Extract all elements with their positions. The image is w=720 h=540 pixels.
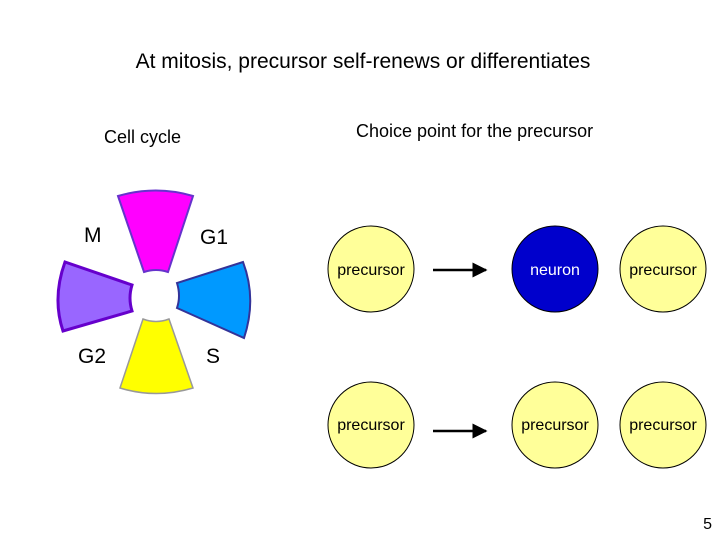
circle-label: precursor bbox=[337, 417, 405, 434]
circle-label: precursor bbox=[629, 262, 697, 279]
phase-label-m: M bbox=[84, 224, 102, 247]
neuron-circle bbox=[511, 225, 599, 313]
phase-label-g1: G1 bbox=[200, 226, 229, 249]
segment-s bbox=[119, 318, 194, 395]
precursor-circle bbox=[619, 381, 707, 469]
phase-label-g2: G2 bbox=[78, 345, 107, 368]
segment-g1 bbox=[175, 260, 252, 340]
choice-row-2: precursor precursor precursor bbox=[327, 381, 707, 469]
segment-g2 bbox=[56, 260, 134, 333]
precursor-circle bbox=[619, 225, 707, 313]
phase-label-s: S bbox=[206, 345, 221, 368]
cell-cycle-wheel bbox=[56, 189, 252, 395]
page-number: 5 bbox=[703, 516, 712, 533]
cell-cycle-heading: Cell cycle bbox=[104, 127, 182, 147]
choice-point-heading: Choice point for the precursor bbox=[356, 121, 594, 141]
segment-m bbox=[116, 189, 195, 274]
slide-title: At mitosis, precursor self-renews or dif… bbox=[135, 50, 591, 73]
precursor-circle bbox=[511, 381, 599, 469]
choice-row-1: precursor neuron precursor bbox=[327, 225, 707, 313]
circle-label: precursor bbox=[629, 417, 697, 434]
circle-label: neuron bbox=[530, 262, 580, 279]
precursor-circle bbox=[327, 225, 415, 313]
circle-label: precursor bbox=[337, 262, 405, 279]
precursor-circle bbox=[327, 381, 415, 469]
circle-label: precursor bbox=[521, 417, 589, 434]
